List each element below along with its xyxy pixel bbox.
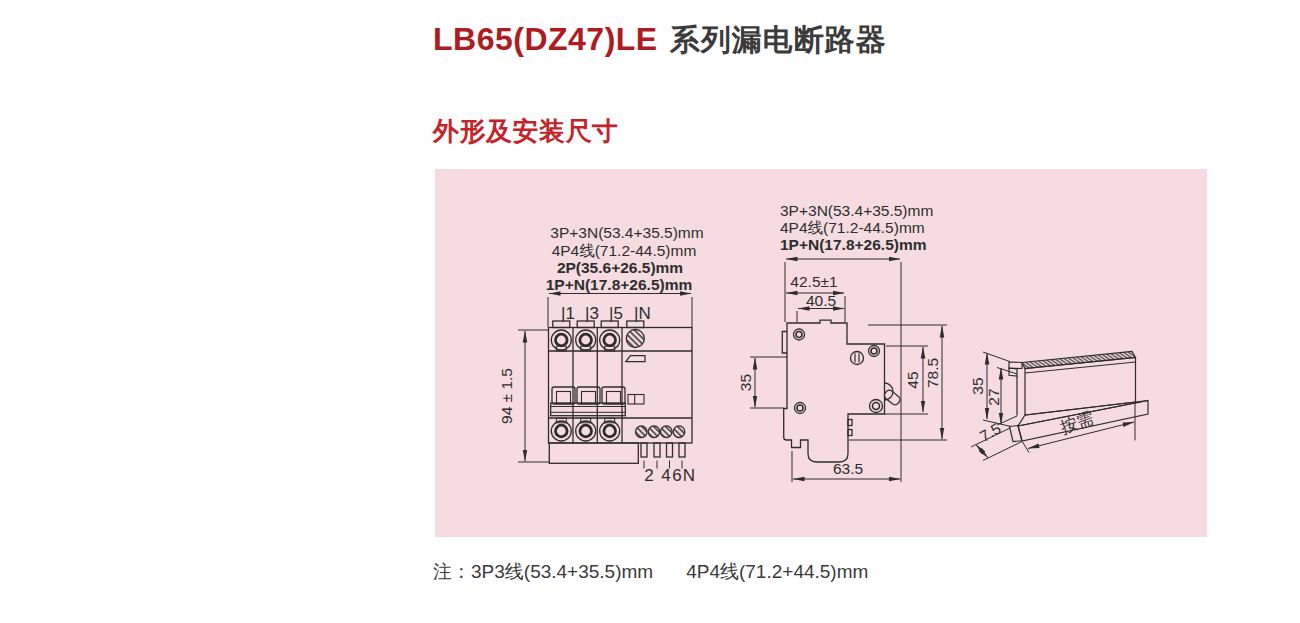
front-view: 3P+3N(53.4+35.5)mm 4P4线(71.2-44.5)mm 2P(… (498, 224, 704, 485)
dimension-drawing: 3P+3N(53.4+35.5)mm 4P4线(71.2-44.5)mm 2P(… (435, 169, 1207, 537)
side-dim-635: 63.5 (833, 460, 863, 477)
front-terminal-5: |5 (609, 304, 623, 323)
note-item1: 3P3线(53.4+35.5)mm (471, 561, 653, 582)
front-terminal-3: |3 (585, 304, 599, 323)
side-view: 3P+3N(53.4+35.5)mm 4P4线(71.2-44.5)mm 1P+… (737, 202, 947, 482)
rail-view: 35 27 7.5 按需 (969, 352, 1148, 461)
breaker-front-outline (549, 321, 693, 469)
drawing-panel: 3P+3N(53.4+35.5)mm 4P4线(71.2-44.5)mm 2P(… (435, 169, 1207, 537)
breaker-side-outline (782, 320, 901, 462)
front-bottom-6: 6 (672, 466, 681, 485)
front-dim-4p4: 4P4线(71.2-44.5)mm (552, 242, 697, 259)
side-dim-405: 40.5 (806, 292, 836, 309)
title-model: LB65(DZ47)LE (433, 21, 658, 57)
front-terminal-n: |N (634, 304, 651, 323)
front-dim-1pn: 1P+N(17.8+26.5)mm (546, 276, 692, 293)
side-dim-3p3n: 3P+3N(53.4+35.5)mm (780, 202, 933, 219)
note: 注：3P3线(53.4+35.5)mm 4P4线(71.2+44.5)mm (433, 559, 868, 585)
front-n-screw (626, 330, 644, 348)
side-dim-1pn: 1P+N(17.8+26.5)mm (780, 236, 926, 253)
side-dim-35: 35 (737, 374, 754, 391)
rail-dim-27: 27 (985, 388, 1002, 405)
note-item2: 4P4线(71.2+44.5)mm (686, 561, 868, 582)
side-dim-425: 42.5±1 (790, 273, 837, 290)
side-dim-785: 78.5 (924, 358, 941, 388)
section-heading: 外形及安装尺寸 (433, 114, 619, 149)
note-prefix: 注： (433, 561, 471, 582)
front-bottom-n: N (683, 466, 695, 485)
side-dim-45: 45 (904, 371, 921, 388)
test-mark (626, 356, 645, 362)
side-dim-4p4: 4P4线(71.2-44.5)mm (780, 219, 925, 236)
front-height-label: 94 ± 1.5 (498, 368, 515, 424)
rail-dim-35: 35 (969, 377, 986, 394)
title-series: 系列漏电断路器 (670, 23, 887, 56)
front-terminal-1: |1 (561, 304, 575, 323)
front-bottom-4: 4 (661, 466, 670, 485)
page-title: LB65(DZ47)LE 系列漏电断路器 (433, 20, 887, 61)
front-dim-2p: 2P(35.6+26.5)mm (557, 259, 683, 276)
front-dim-3p3n: 3P+3N(53.4+35.5)mm (550, 224, 703, 241)
front-bottom-2: 2 (644, 466, 653, 485)
toggle-lever (883, 389, 902, 407)
